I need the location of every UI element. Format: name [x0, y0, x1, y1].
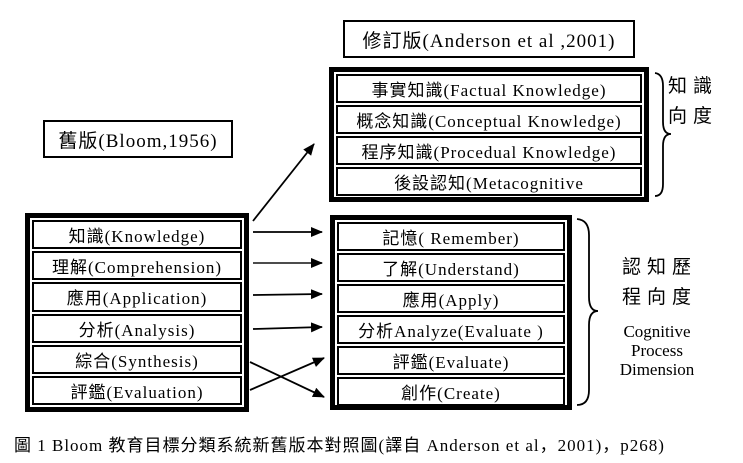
process-row-understand: 了解(Understand): [337, 253, 565, 282]
figure-caption: 圖 1 Bloom 教育目標分類系統新舊版本對照圖(譯自 Anderson et…: [14, 436, 665, 455]
process-row-evaluate: 評鑑(Evaluate): [337, 346, 565, 375]
arrow-knowledge-to-knowledge-dimension: [252, 143, 315, 222]
arrow-synthesis-to-create: [249, 361, 325, 398]
knowledge-row-conceptual: 概念知識(Conceptual Knowledge): [336, 105, 642, 134]
cognitive-process-label-en-line2: Process: [631, 341, 683, 360]
cognitive-process-dimension-label-en: Cognitive Process Dimension: [597, 322, 717, 379]
old-row-comprehension: 理解(Comprehension): [32, 251, 242, 281]
process-row-analyze: 分析Analyze(Evaluate ): [337, 315, 565, 344]
revised-version-label: 修訂版(Anderson et al ,2001): [362, 30, 616, 52]
knowledge-dimension-label-line2: 向度: [668, 106, 719, 127]
old-taxonomy-box: 知識(Knowledge) 理解(Comprehension) 應用(Appli…: [25, 213, 249, 412]
knowledge-row-factual: 事實知識(Factual Knowledge): [336, 74, 642, 103]
knowledge-dimension-label: 知識 向度: [668, 72, 718, 132]
cognitive-process-box: 記憶( Remember) 了解(Understand) 應用(Apply) 分…: [330, 215, 572, 410]
old-row-synthesis: 綜合(Synthesis): [32, 344, 242, 374]
arrow-evaluation-to-evaluate: [249, 357, 325, 391]
old-row-knowledge: 知識(Knowledge): [32, 220, 242, 250]
revised-version-label-box: 修訂版(Anderson et al ,2001): [343, 20, 635, 58]
old-row-evaluation: 評鑑(Evaluation): [32, 375, 242, 406]
process-row-create: 創作(Create): [337, 377, 565, 406]
knowledge-row-metacognitive: 後設認知(Metacognitive: [336, 167, 642, 196]
old-row-analysis: 分析(Analysis): [32, 313, 242, 343]
cognitive-process-label-zh-line1: 認知歷: [622, 257, 698, 278]
knowledge-row-procedural: 程序知識(Procedual Knowledge): [336, 136, 642, 165]
knowledge-dimension-label-line1: 知識: [668, 76, 719, 97]
old-row-application: 應用(Application): [32, 282, 242, 312]
arrow-application-to-apply: [252, 289, 323, 300]
arrow-analysis-to-analyze: [252, 322, 323, 333]
process-row-apply: 應用(Apply): [337, 284, 565, 313]
old-version-label-box: 舊版(Bloom,1956): [43, 120, 233, 158]
cognitive-process-brace: [576, 218, 599, 406]
cognitive-process-label-en-line3: Dimension: [619, 360, 695, 379]
cognitive-process-dimension-label-zh: 認知歷 程向度: [622, 253, 697, 313]
cognitive-process-label-zh-line2: 程向度: [622, 287, 698, 308]
knowledge-dimension-box: 事實知識(Factual Knowledge) 概念知識(Conceptual …: [329, 67, 649, 202]
cognitive-process-label-en-line1: Cognitive: [623, 322, 691, 341]
old-version-label: 舊版(Bloom,1956): [58, 130, 218, 152]
process-row-remember: 記憶( Remember): [337, 222, 565, 251]
